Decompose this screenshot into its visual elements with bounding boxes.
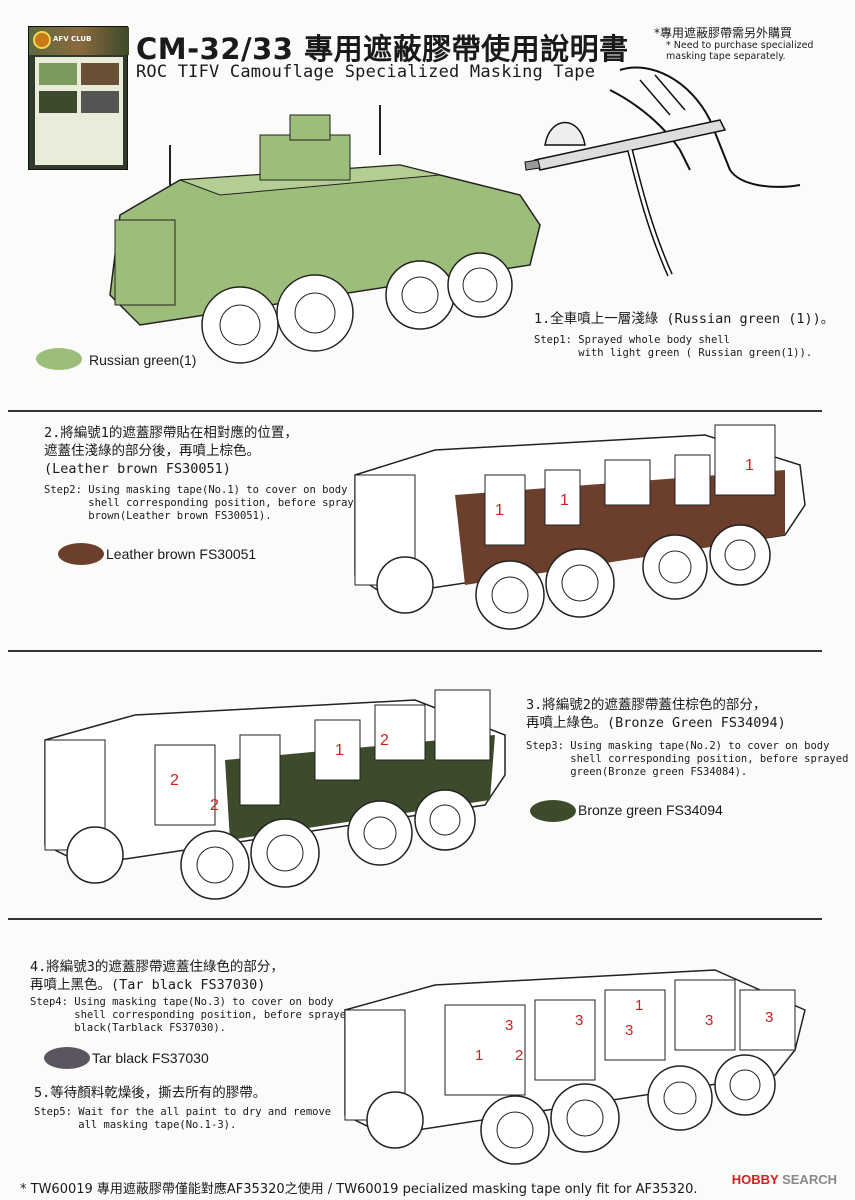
vehicle-step2: 1 1 1 xyxy=(354,424,806,630)
swatch-label-leather-brown: Leather brown FS30051 xyxy=(106,546,257,562)
swatch-tar-black xyxy=(44,1047,90,1069)
thumbnail-vehicle xyxy=(39,63,77,85)
step4-title-2: 再噴上黑色。(Tar black FS37030) xyxy=(30,977,266,993)
swatch-label-tar-black: Tar black FS37030 xyxy=(92,1050,209,1066)
compatibility-footer: * TW60019 專用遮蔽膠帶僅能對應AF35320之使用 / TW60019… xyxy=(20,1182,698,1197)
vehicle-step3: 2 2 1 2 xyxy=(44,689,506,900)
thumbnail-vehicle xyxy=(39,91,77,113)
swatch-bronze-green xyxy=(530,800,576,822)
step3-title-2: 再噴上綠色。(Bronze Green FS34094) xyxy=(526,715,786,731)
product-thumbnail: AFV CLUB xyxy=(28,26,129,170)
tape-label: 2 xyxy=(210,797,219,814)
purchase-note: *專用遮蔽膠帶需另外購買 * Need to purchase speciali… xyxy=(654,26,854,62)
step2-title-en: (Leather brown FS30051) xyxy=(44,461,231,477)
step3-title-1: 3.將編號2的遮蓋膠帶蓋住棕色的部分， xyxy=(526,697,767,713)
tape-label: 1 xyxy=(495,502,504,519)
tape-label: 3 xyxy=(505,1017,513,1034)
step2-text: Step2: Using masking tape(No.1) to cover… xyxy=(44,484,367,522)
tape-label: 1 xyxy=(335,742,344,759)
tape-label: 1 xyxy=(560,492,569,509)
tape-label: 3 xyxy=(705,1012,713,1029)
swatch-leather-brown xyxy=(58,543,104,565)
step1-text: Step1: Sprayed whole body shell with lig… xyxy=(534,334,813,359)
purchase-note-en-1: * Need to purchase specialized xyxy=(666,40,814,51)
watermark-brand: HOBBY xyxy=(731,1172,779,1187)
tape-label: 1 xyxy=(745,457,754,474)
thumbnail-vehicle xyxy=(81,63,119,85)
thumbnail-brand: AFV CLUB xyxy=(53,35,92,43)
vehicle-step1 xyxy=(109,105,541,364)
step5-title: 5.等待顏料乾燥後，撕去所有的膠帶。 xyxy=(34,1085,267,1101)
swatch-russian-green xyxy=(36,348,82,370)
tape-label: 2 xyxy=(380,732,389,749)
brand-logo xyxy=(33,31,51,49)
watermark-suffix: SEARCH xyxy=(782,1172,837,1187)
tape-label: 2 xyxy=(515,1047,523,1064)
tape-label: 2 xyxy=(170,772,179,789)
swatch-label-russian-green: Russian green(1) xyxy=(89,352,197,368)
airbrush-illustration xyxy=(524,66,801,277)
purchase-note-en-2: masking tape separately. xyxy=(666,51,786,62)
section-divider xyxy=(8,650,822,652)
step2-title-1: 2.將編號1的遮蓋膠帶貼在相對應的位置， xyxy=(44,425,298,441)
step4-text: Step4: Using masking tape(No.3) to cover… xyxy=(30,996,353,1034)
purchase-note-zh: *專用遮蔽膠帶需另外購買 xyxy=(654,26,793,40)
thumbnail-vehicle xyxy=(81,91,119,113)
swatch-label-bronze-green: Bronze green FS34094 xyxy=(578,802,723,818)
thumbnail-sheet xyxy=(35,57,123,165)
vehicle-step4: 3 3 3 3 3 1 2 1 xyxy=(344,969,806,1165)
page-subtitle: ROC TIFV Camouflage Specialized Masking … xyxy=(136,62,596,82)
tape-label: 3 xyxy=(765,1009,773,1026)
step3-text: Step3: Using masking tape(No.2) to cover… xyxy=(526,740,849,778)
section-divider xyxy=(8,410,822,412)
step5-text: Step5: Wait for the all paint to dry and… xyxy=(34,1106,332,1131)
tape-label: 1 xyxy=(635,997,643,1014)
page-title: CM-32/33 專用遮蔽膠帶使用說明書 xyxy=(136,32,629,66)
tape-label: 1 xyxy=(475,1047,483,1064)
step1-title: 1.全車噴上一層淺綠 (Russian green (1))。 xyxy=(534,311,835,327)
tape-label: 3 xyxy=(625,1022,633,1039)
step2-title-2: 遮蓋住淺綠的部分後，再噴上棕色。 xyxy=(44,443,260,459)
section-divider xyxy=(8,918,822,920)
step4-title-1: 4.將編號3的遮蓋膠帶遮蓋住綠色的部分， xyxy=(30,959,284,975)
watermark: HOBBY SEARCH xyxy=(732,1172,837,1187)
tape-label: 3 xyxy=(575,1012,583,1029)
